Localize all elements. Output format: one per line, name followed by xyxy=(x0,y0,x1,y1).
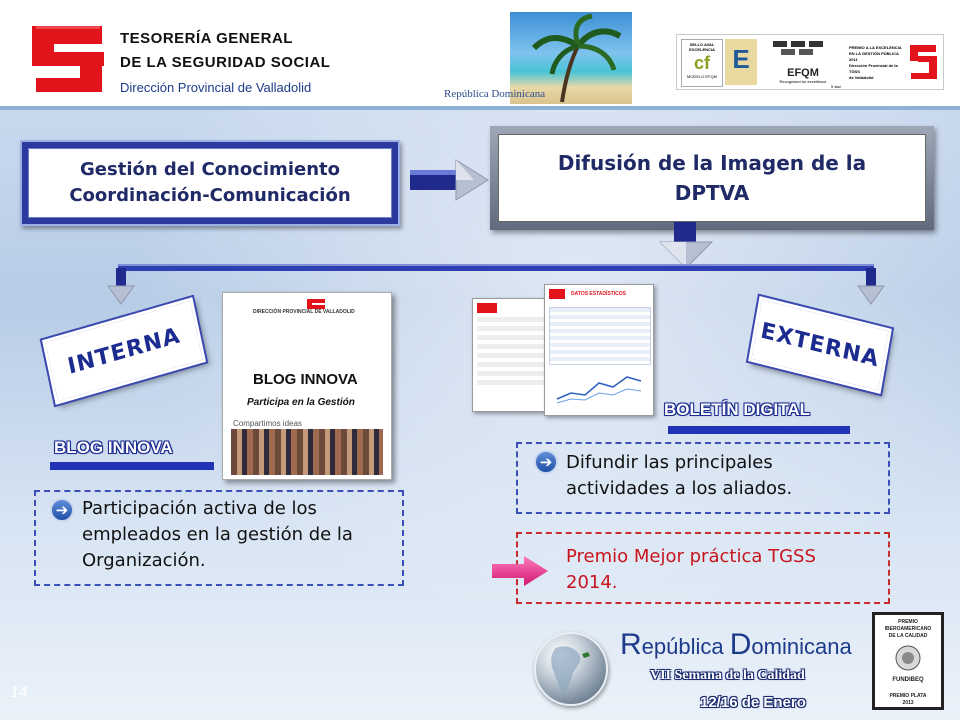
globe-icon xyxy=(534,632,608,706)
rd-text-1: epública xyxy=(641,634,730,659)
externa-text: Difundir las principales actividades a l… xyxy=(566,452,793,499)
sello-excelencia-badge: SELLO AVAL EXCELENCIA cf MODELO EFQM xyxy=(681,39,723,87)
bullet-arrow-icon: ➔ xyxy=(534,450,558,474)
boletin-doc-title: DATOS ESTADÍSTICOS xyxy=(571,291,627,297)
gestion-title-line2: Coordinación-Comunicación xyxy=(69,185,351,206)
fundibeq-year: 2013 xyxy=(902,700,914,706)
tgss-logo-mark xyxy=(32,26,104,92)
photo-caption: República Dominicana xyxy=(444,88,546,100)
fundibeq-line: DE LA CALIDAD xyxy=(888,633,928,639)
e-excellence-badge: E xyxy=(725,39,757,85)
blog-subtitle: Participa en la Gestión xyxy=(247,397,355,408)
premio-line: de Valladolid xyxy=(849,75,874,80)
boletin-digital-label: BOLETÍN DIGITAL xyxy=(664,400,811,419)
boletin-chart-icon xyxy=(556,376,642,404)
difusion-title-line2: DPTVA xyxy=(674,181,750,205)
rd-initial-d: D xyxy=(729,628,752,661)
premio-line: Dirección Provincial de la TGSS xyxy=(849,63,898,74)
blog-share: Compartimos ideas xyxy=(233,419,302,428)
efqm-star: 5 star xyxy=(830,84,841,89)
efqm-label: EFQM xyxy=(787,67,819,79)
rd-initial-r: R xyxy=(620,628,642,661)
boletin-underline xyxy=(668,426,850,434)
blog-innova-label: BLOG INNOVA xyxy=(54,438,173,457)
premio-text: Premio Mejor práctica TGSS 2014. xyxy=(566,546,816,593)
down-arrow-left-icon xyxy=(107,268,135,305)
sello-mark: cf xyxy=(693,53,710,73)
beach-photo xyxy=(510,12,632,104)
efqm-badge: EFQM Recognised for excellence 5 star xyxy=(761,39,845,89)
map-continent-icon xyxy=(551,646,590,694)
blog-header: DIRECCIÓN PROVINCIAL DE VALLADOLID xyxy=(253,309,355,315)
interna-text: Participación activa de los empleados en… xyxy=(82,498,353,571)
boletin-back-lines xyxy=(477,317,547,387)
premio-excelencia-badge: PREMIO A LA EXCELENCIA EN LA GESTIÓN PÚB… xyxy=(849,39,939,85)
blog-innova-underline xyxy=(50,462,214,470)
rd-text-2: ominicana xyxy=(751,634,852,659)
right-arrow-icon xyxy=(410,159,489,201)
gestion-title-line1: Gestión del Conocimiento xyxy=(80,159,340,180)
page-number: 14 xyxy=(10,684,28,701)
group-photo xyxy=(231,429,383,475)
org-name-line2: DE LA SEGURIDAD SOCIAL xyxy=(120,54,331,71)
connector-line xyxy=(118,266,874,271)
premio-lines: PREMIO A LA EXCELENCIA EN LA GESTIÓN PÚB… xyxy=(849,45,907,81)
fundibeq-name: FUNDIBEQ xyxy=(892,677,924,683)
gestion-box: Gestión del Conocimiento Coordinación-Co… xyxy=(20,140,400,226)
fundibeq-emblem-icon xyxy=(895,645,921,671)
connector-line-highlight xyxy=(118,264,874,266)
tgss-logo xyxy=(30,22,108,98)
boletin-page-back xyxy=(472,298,552,412)
difusion-box-inner: Difusión de la Imagen de la DPTVA xyxy=(498,134,926,222)
pink-arrow-icon xyxy=(492,556,548,586)
boletin-logo xyxy=(549,289,565,299)
premio-line: PREMIO A LA EXCELENCIA xyxy=(849,45,902,50)
sello-model: MODELO EFQM xyxy=(686,74,717,79)
difusion-box: Difusión de la Imagen de la DPTVA xyxy=(490,126,934,230)
palm-tree-icon xyxy=(531,13,622,103)
down-arrow-icon xyxy=(658,222,714,269)
fundibeq-award: PREMIO IBEROAMERICANO DE LA CALIDAD FUND… xyxy=(872,612,944,710)
semana-calidad: VII Semana de la Calidad xyxy=(650,668,805,683)
org-name-line1: TESORERÍA GENERAL xyxy=(120,30,293,47)
fundibeq-line: PREMIO xyxy=(898,619,918,625)
boletin-table xyxy=(549,307,651,365)
awards-strip: SELLO AVAL EXCELENCIA cf MODELO EFQM E E… xyxy=(676,34,944,90)
boletin-back-logo xyxy=(477,303,497,313)
interna-text-box xyxy=(34,490,404,586)
difusion-title-line1: Difusión de la Imagen de la xyxy=(557,151,867,175)
boletin-page-front: DATOS ESTADÍSTICOS xyxy=(544,284,654,416)
externa-text-box xyxy=(516,442,890,514)
republica-dominicana-title: República Dominicana xyxy=(620,628,852,662)
efqm-recognised: Recognised for excellence xyxy=(779,79,827,84)
premio-line: EN LA GESTIÓN PÚBLICA 2011 xyxy=(849,51,899,62)
org-subtitle: Dirección Provincial de Valladolid xyxy=(120,80,312,95)
down-arrow-right-icon xyxy=(857,268,885,305)
gestion-box-inner: Gestión del Conocimiento Coordinación-Co… xyxy=(28,148,392,218)
tgss-mini-logo-icon xyxy=(910,45,937,79)
fundibeq-line: IBEROAMERICANO xyxy=(884,626,932,632)
fundibeq-premio: PREMIO PLATA xyxy=(889,693,927,699)
blog-innova-screenshot: DIRECCIÓN PROVINCIAL DE VALLADOLID BLOG … xyxy=(222,292,392,480)
event-dates: 12/16 de Enero xyxy=(700,694,806,711)
blog-title: BLOG INNOVA xyxy=(253,371,358,388)
bullet-arrow-icon: ➔ xyxy=(50,498,74,522)
sello-text: SELLO AVAL EXCELENCIA xyxy=(689,42,715,52)
efqm-logo-icon xyxy=(773,41,823,55)
blog-logo-icon xyxy=(307,299,325,309)
e-mark: E xyxy=(732,44,750,74)
